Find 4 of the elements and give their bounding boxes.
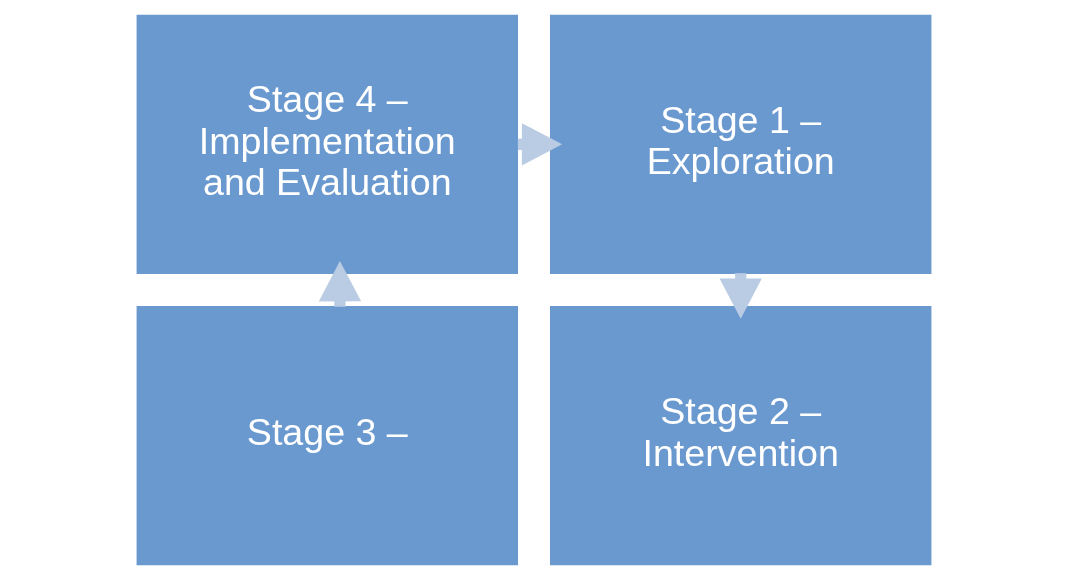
node-box: Stage 4 – Implementation and Evaluation [136,14,519,275]
node-box: Stage 3 – [136,305,519,566]
node-box: Stage 2 – Intervention [549,305,932,566]
node-box: Stage 1 – Exploration [549,14,932,275]
